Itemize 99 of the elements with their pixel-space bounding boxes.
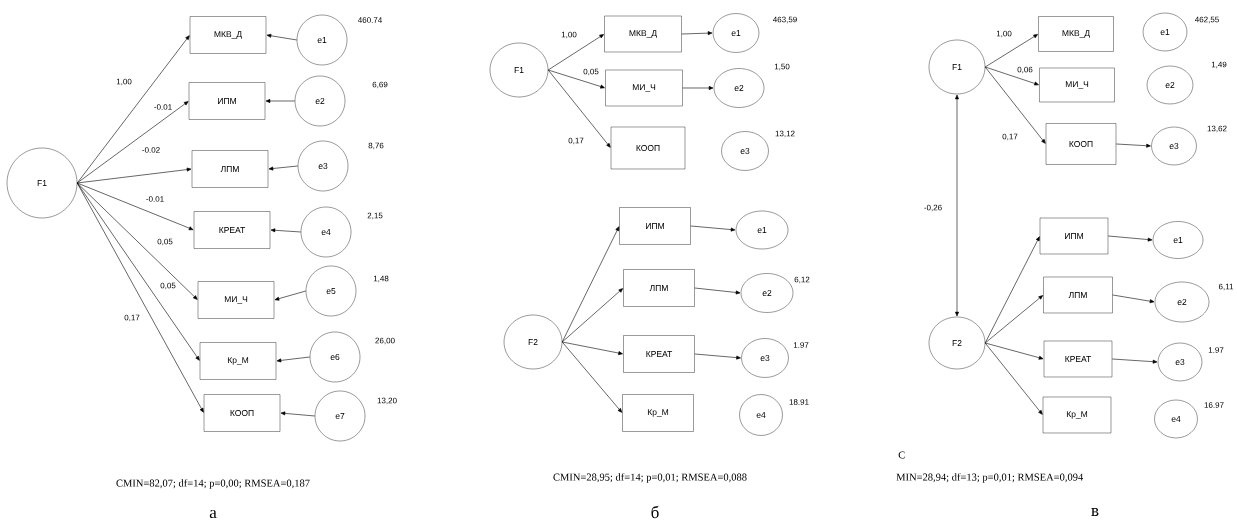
edge-label: 0,05: [159, 281, 177, 291]
arrow: [561, 288, 623, 343]
variance-label: 18.91: [789, 399, 809, 405]
variable-box: МКВ_Д: [604, 15, 682, 53]
panel-letter: б: [651, 505, 659, 519]
variable-box: КРЕАТ: [193, 211, 271, 249]
arrow: [1111, 358, 1158, 364]
arrow: [955, 94, 959, 317]
variance-label: 16.97: [1204, 402, 1224, 408]
arrow: [694, 353, 741, 360]
variance-label: 1.97: [1208, 347, 1224, 353]
edge-label: -0,26: [922, 203, 944, 213]
variance-label: 6,11: [1218, 283, 1234, 291]
variable-box: КРЕАТ: [1043, 340, 1113, 378]
arrow: [694, 287, 741, 295]
edge-label: 0,17: [1001, 132, 1019, 142]
arrow: [547, 69, 605, 89]
panel-letter: а: [209, 509, 217, 519]
arrow: [274, 290, 307, 301]
variance-label: 6,12: [794, 276, 810, 284]
fit-statistics: CMIN=28,95; df=14; p=0,01; RMSEA=0,088: [553, 473, 747, 483]
arrow: [76, 35, 190, 184]
arrow: [690, 225, 736, 232]
edge-label: 0,17: [567, 136, 585, 146]
arrow: [984, 342, 1044, 360]
variance-label: 8,76: [368, 142, 384, 150]
variance-label: 463,59: [772, 16, 797, 24]
arrow: [984, 236, 1040, 344]
variable-box: ИПМ: [619, 207, 691, 245]
variable-box: КООП: [610, 126, 686, 170]
arrow: [547, 34, 604, 71]
variable-box: МКВ_Д: [189, 16, 267, 54]
arrow: [76, 182, 198, 300]
variable-box: КООП: [1045, 123, 1117, 165]
arrow: [270, 228, 302, 233]
arrow: [266, 33, 298, 41]
edge-label: 0,06: [1016, 65, 1034, 75]
arrow: [76, 182, 194, 231]
arrow: [76, 167, 192, 184]
edge-label: -0.01: [144, 195, 166, 203]
variance-label: 1,50: [774, 63, 790, 71]
variable-box: МИ_Ч: [1039, 67, 1115, 103]
variance-label: 1.97: [793, 342, 809, 348]
variance-label: 1,49: [1211, 61, 1227, 69]
arrow: [76, 182, 200, 361]
arrow: [681, 31, 713, 36]
arrow: [1112, 294, 1155, 304]
variance-label: 6,69: [372, 81, 388, 89]
arrow: [682, 86, 714, 90]
variance-label: 13,12: [775, 130, 795, 138]
edge-label: -0.02: [140, 146, 162, 154]
variable-box: ЛПМ: [623, 269, 695, 307]
fit-statistics: CMIN=82,07; df=14; p=0,00; RMSEA=0,187: [116, 479, 310, 489]
arrow: [984, 66, 1039, 86]
edge-label: 0,17: [123, 313, 141, 323]
arrow: [1115, 143, 1151, 148]
variable-box: Кр_М: [622, 394, 694, 432]
panel-letter: в: [1091, 508, 1099, 516]
arrow: [984, 342, 1043, 415]
variable-box: МИ_Ч: [605, 69, 683, 107]
edge-label: 1,00: [995, 29, 1013, 39]
variable-box: МКВ_Д: [1038, 16, 1114, 52]
arrow: [276, 356, 311, 363]
edge-label: 1,00: [560, 30, 578, 40]
variance-label: 460.74: [357, 17, 382, 23]
arrow: [268, 165, 299, 171]
arrow: [561, 226, 620, 343]
arrow: [984, 66, 1046, 144]
edge-label: -0.01: [152, 103, 174, 111]
variable-box: Кр_М: [1042, 396, 1112, 434]
variance-label: 1,48: [373, 275, 389, 283]
variance-label: 13,20: [377, 397, 397, 405]
edge-label: 0,05: [156, 237, 174, 247]
variance-label: 13,62: [1207, 125, 1227, 133]
variable-box: Кр_М: [199, 342, 277, 380]
arrow: [984, 295, 1043, 344]
arrow: [76, 182, 204, 413]
edge-label: 0,05: [582, 67, 600, 77]
arrow: [265, 99, 296, 103]
variable-box: МИ_Ч: [197, 281, 275, 319]
variance-label: 26,00: [375, 337, 395, 345]
caption-letter: C: [898, 451, 905, 459]
edge-label: 1,00: [115, 77, 133, 87]
variance-label: 2,15: [367, 212, 383, 220]
variable-box: ЛПМ: [1043, 276, 1113, 314]
arrow: [984, 34, 1038, 68]
variable-box: КРЕАТ: [623, 335, 695, 373]
variable-box: ИПМ: [1039, 217, 1109, 255]
variable-box: ЛПМ: [191, 150, 269, 188]
arrow: [280, 411, 316, 417]
fit-statistics: MIN=28,94; df=13; p=0,01; RMSEA=0,094: [896, 473, 1084, 483]
arrow: [547, 69, 611, 148]
variable-box: КООП: [203, 394, 281, 432]
arrow: [561, 341, 623, 355]
variance-label: 462,55: [1194, 16, 1219, 24]
arrow: [561, 341, 623, 413]
arrow: [1107, 235, 1153, 242]
arrow: [76, 101, 189, 184]
variable-box: ИПМ: [188, 82, 266, 120]
